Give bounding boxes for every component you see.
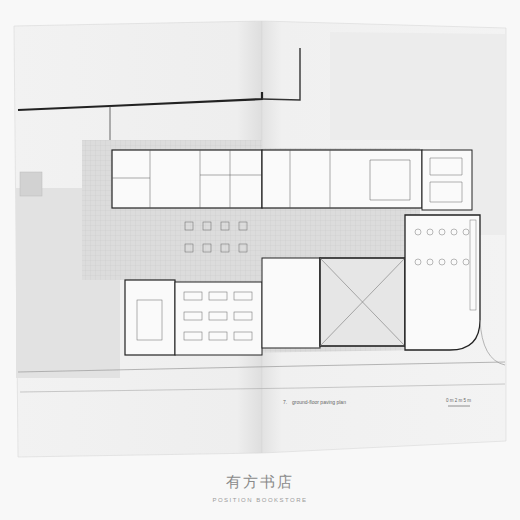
watermark: 有方书店 [226, 473, 294, 492]
scale-bar: 0 m 2 m 5 m [446, 398, 471, 403]
figure-number: 7. [283, 399, 287, 405]
figure-caption: ground-floor paving plan [292, 399, 346, 405]
watermark: POSITION BOOKSTORE [212, 497, 307, 503]
